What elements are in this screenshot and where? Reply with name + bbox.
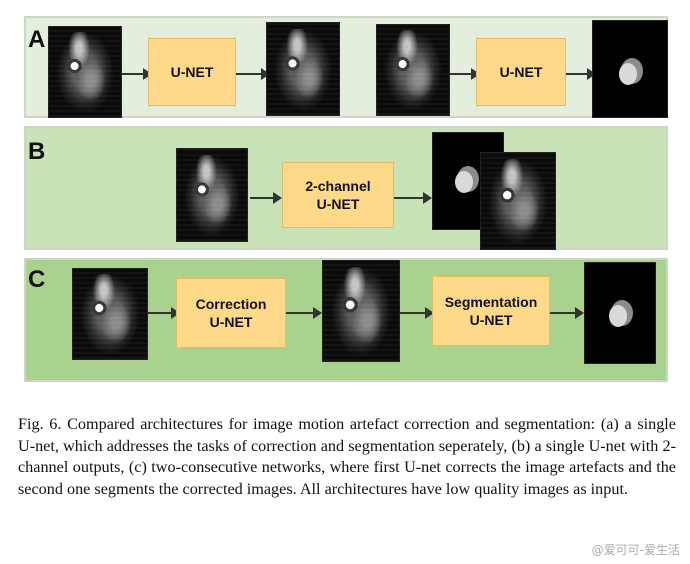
unet-label-line2: U-NET bbox=[316, 196, 360, 212]
arrow bbox=[400, 307, 434, 319]
segmentation-mask-image bbox=[592, 20, 668, 118]
panel-c: C Correction U-NET Segmentation U-NET bbox=[24, 258, 668, 382]
unet-label-line2: U-NET bbox=[209, 314, 253, 330]
figure-caption: Fig. 6. Compared architectures for image… bbox=[18, 415, 676, 498]
mask-blob bbox=[619, 63, 637, 85]
unet-label-line1: Correction bbox=[195, 295, 267, 312]
arrow bbox=[550, 307, 584, 319]
unet-label-line1: Segmentation bbox=[444, 293, 538, 310]
watermark: @爱可可-爱生活 bbox=[591, 543, 680, 557]
panel-c-letter: C bbox=[28, 266, 46, 293]
mri-corrected-image bbox=[266, 22, 340, 116]
arrow bbox=[122, 68, 152, 80]
mask-blob bbox=[455, 171, 473, 193]
mask-blob bbox=[609, 305, 627, 327]
unet-box: U-NET bbox=[476, 38, 566, 106]
arrow bbox=[236, 68, 270, 80]
mri-corrected-image bbox=[480, 152, 556, 250]
panel-b: B 2-channel U-NET bbox=[24, 126, 668, 250]
mri-input-image bbox=[72, 268, 148, 360]
arrow bbox=[394, 192, 432, 204]
segmentation-mask-image bbox=[584, 262, 656, 364]
unet-box: U-NET bbox=[148, 38, 236, 106]
arrow bbox=[566, 68, 596, 80]
arrow bbox=[250, 192, 282, 204]
panel-b-letter: B bbox=[28, 138, 46, 165]
unet-box: 2-channel U-NET bbox=[282, 162, 394, 228]
segmentation-unet-box: Segmentation U-NET bbox=[432, 276, 550, 346]
correction-unet-box: Correction U-NET bbox=[176, 278, 286, 348]
arrow bbox=[450, 68, 480, 80]
arrow bbox=[286, 307, 322, 319]
mri-input-image bbox=[48, 26, 122, 118]
arrow bbox=[148, 307, 180, 319]
unet-label-line2: U-NET bbox=[469, 312, 513, 328]
panel-a: A U-NET U-NET bbox=[24, 16, 668, 118]
mri-input-image bbox=[176, 148, 248, 242]
mri-corrected-image bbox=[322, 260, 400, 362]
unet-label-line1: 2-channel bbox=[305, 177, 371, 194]
panel-a-letter: A bbox=[28, 26, 46, 53]
mri-input-image bbox=[376, 24, 450, 116]
